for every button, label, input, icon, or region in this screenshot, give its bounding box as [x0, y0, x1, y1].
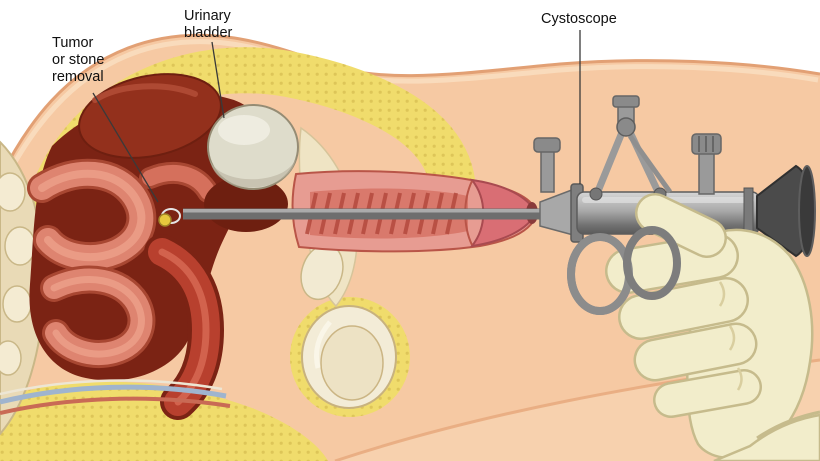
- pinky-finger: [655, 371, 760, 416]
- labels: Tumor or stone removal Urinary bladder C…: [52, 8, 617, 85]
- artery: [0, 396, 231, 415]
- tumor-stone: [158, 213, 172, 227]
- femoral-vessels: [0, 379, 231, 415]
- label-tumor-line-3: removal: [52, 69, 104, 85]
- stopcock-valve: [540, 149, 555, 193]
- label-cystoscope: Cystoscope: [541, 11, 617, 27]
- intestines: [27, 158, 219, 368]
- label-bladder-line-2: bladder: [184, 25, 233, 41]
- ring-finger: [636, 325, 755, 379]
- vertebra: [0, 340, 22, 376]
- label-bladder-line-1: Urinary: [184, 8, 231, 24]
- vein: [0, 384, 227, 405]
- sigmoid-colon: [78, 73, 222, 159]
- leader-lines: [92, 30, 581, 203]
- vertebra: [4, 226, 36, 266]
- thumb: [637, 195, 725, 256]
- bridge-pivot: [616, 117, 636, 137]
- testicle: [320, 325, 384, 401]
- tumor-leader-line: [92, 92, 159, 203]
- vertebra: [2, 285, 32, 323]
- gloved-hand: [605, 193, 820, 461]
- glove-cuff: [756, 410, 820, 440]
- irrigation-port: [698, 151, 715, 195]
- middle-finger: [620, 279, 747, 338]
- vertebra: [0, 172, 26, 212]
- bladder-leader-line: [211, 41, 225, 119]
- finger-rings-front: [567, 226, 681, 315]
- wrist: [713, 413, 820, 461]
- index-finger: [607, 235, 737, 292]
- scrotum: [301, 305, 397, 409]
- label-tumor-line-1: Tumor: [52, 35, 94, 51]
- label-tumor-line-2: or stone: [52, 52, 104, 68]
